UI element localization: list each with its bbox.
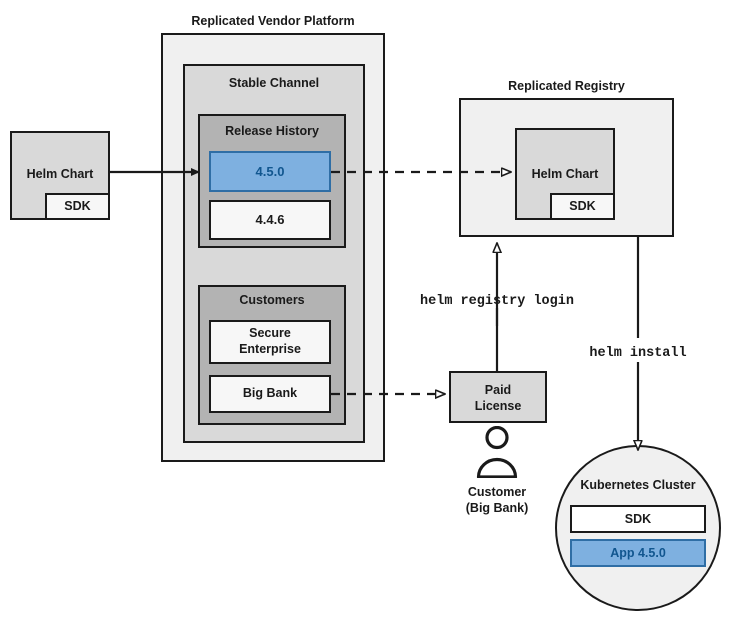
source-helm-chart-label: Helm Chart [26,167,94,181]
source-sdk-label: SDK [64,199,91,213]
customer-item-big-bank-label: Big Bank [242,386,298,400]
registry-sdk-box [550,193,615,220]
cluster-item-sdk [570,505,706,533]
release-item-450-label: 4.5.0 [255,164,285,179]
release-item-446-label: 4.4.6 [255,212,285,227]
cluster-item-sdk-label: SDK [624,512,652,526]
platform-title: Replicated Vendor Platform [191,14,355,28]
customer-actor-label-line1: Customer [467,485,527,499]
cluster-item-app [570,539,706,567]
customers-label: Customers [239,293,305,307]
paid-license-label: Paid License [474,383,522,413]
helm-install-command: helm install [589,346,687,361]
release-history-label: Release History [225,124,319,138]
registry-helm-chart-label: Helm Chart [531,167,599,181]
stable-channel-label: Stable Channel [228,76,320,90]
customer-item-big-bank[interactable] [209,375,331,413]
release-item-446[interactable] [209,200,331,240]
registry-sdk-label: SDK [569,199,596,213]
helm-registry-login-command: helm registry login [420,294,574,309]
paid-license-box [449,371,547,423]
release-item-450[interactable] [209,151,331,192]
kubernetes-cluster-label: Kubernetes Cluster [580,478,696,492]
cluster-item-app-label: App 4.5.0 [610,546,666,560]
person-icon [472,425,522,479]
customer-item-secure-enterprise-label: Secure Enterprise [239,326,301,356]
source-sdk-box [45,193,110,220]
customer-item-secure-enterprise[interactable] [209,320,331,364]
registry-title: Replicated Registry [508,79,625,93]
customer-actor-label-line2: (Big Bank) [465,501,529,515]
